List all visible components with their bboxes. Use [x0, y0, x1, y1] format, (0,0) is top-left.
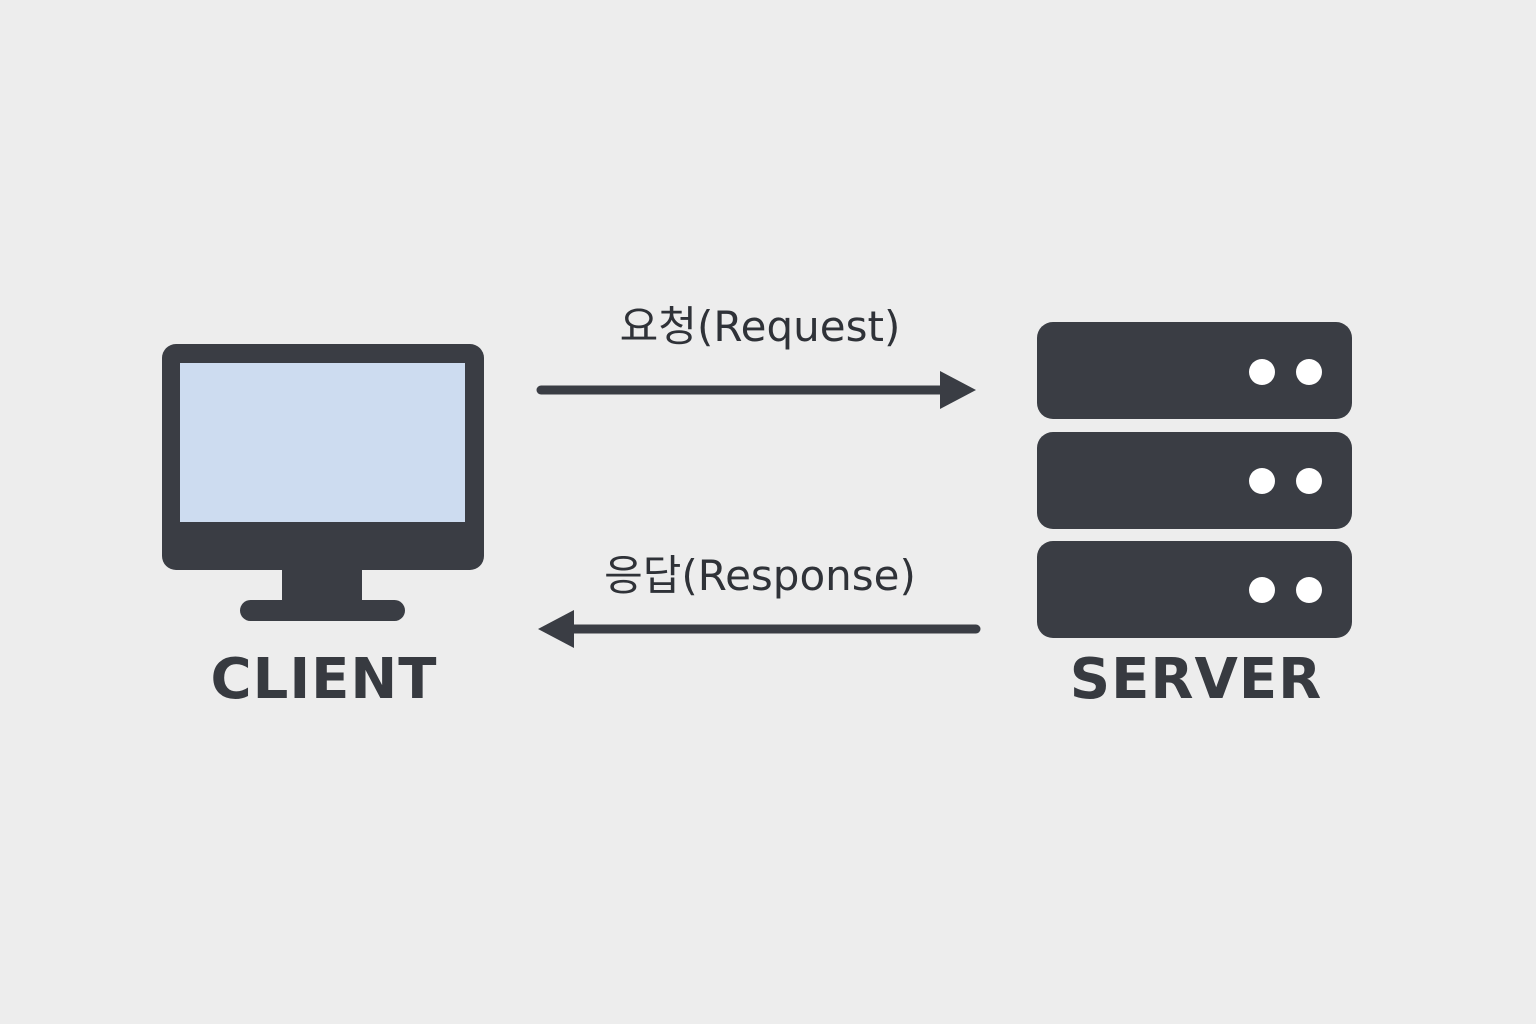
- server-unit-3: [1037, 541, 1352, 638]
- monitor-screen: [180, 363, 465, 522]
- server-label: SERVER: [1069, 647, 1323, 712]
- server-unit-1-indicator-1: [1249, 359, 1275, 385]
- server-rack-icon: [1037, 322, 1352, 638]
- monitor-base: [240, 600, 405, 621]
- response-arrow-head: [538, 610, 574, 648]
- server-unit-3-indicator-1: [1249, 577, 1275, 603]
- client-label: CLIENT: [210, 647, 438, 712]
- request-arrow: [536, 371, 976, 409]
- server-unit-2-indicator-1: [1249, 468, 1275, 494]
- request-arrow-head: [940, 371, 976, 409]
- monitor-icon: [162, 344, 484, 621]
- server-unit-1-indicator-2: [1296, 359, 1322, 385]
- server-unit-2-indicator-2: [1296, 468, 1322, 494]
- response-arrow: [538, 610, 981, 648]
- request-label: 요청(Request): [619, 302, 901, 351]
- response-label: 응답(Response): [604, 551, 916, 600]
- monitor-neck: [282, 568, 362, 602]
- server-unit-1: [1037, 322, 1352, 419]
- server-unit-2: [1037, 432, 1352, 529]
- server-unit-3-indicator-2: [1296, 577, 1322, 603]
